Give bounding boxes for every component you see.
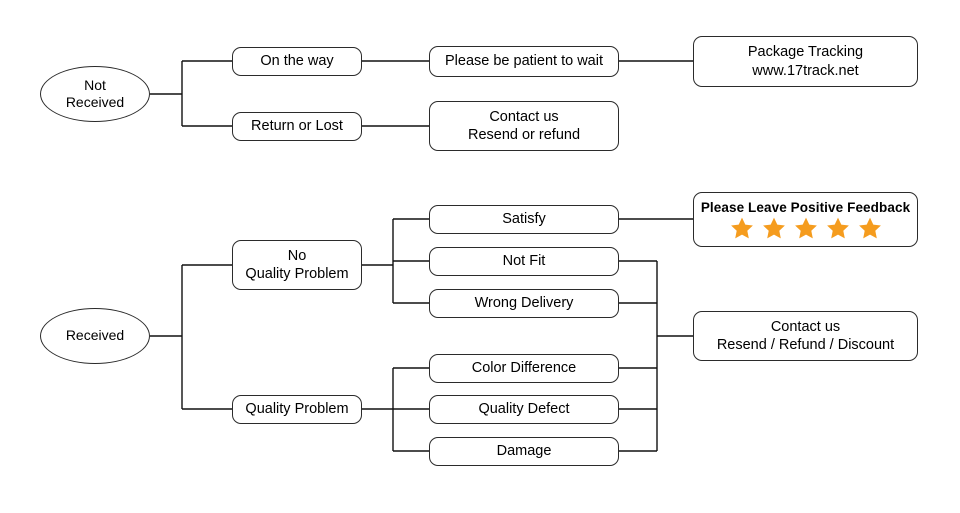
node-quality-problem-label: Quality Problem <box>245 401 349 418</box>
node-received-label: Received <box>65 327 125 344</box>
node-contact-resend-refund-line1: Contact us <box>489 108 559 125</box>
node-return-or-lost[interactable]: Return or Lost <box>232 112 362 141</box>
star-icon <box>858 217 881 238</box>
node-color-difference[interactable]: Color Difference <box>429 354 619 383</box>
node-not-received-line1: Not <box>84 76 106 93</box>
node-package-tracking[interactable]: Package Tracking www.17track.net <box>693 36 918 87</box>
node-satisfy-label: Satisfy <box>502 211 546 228</box>
star-icon <box>762 217 785 238</box>
node-contact-resend-refund[interactable]: Contact us Resend or refund <box>429 101 619 151</box>
node-satisfy[interactable]: Satisfy <box>429 205 619 234</box>
node-not-fit-label: Not Fit <box>502 253 546 270</box>
star-icon <box>794 217 817 238</box>
node-not-received-line2: Received <box>65 94 125 110</box>
node-quality-defect[interactable]: Quality Defect <box>429 395 619 424</box>
node-quality-defect-label: Quality Defect <box>478 401 570 418</box>
node-contact-resend-refund-line2: Resend or refund <box>467 127 581 143</box>
star-icon <box>730 217 753 238</box>
node-on-the-way[interactable]: On the way <box>232 47 362 76</box>
node-package-tracking-line1: Package Tracking <box>747 44 864 61</box>
star-icon <box>826 217 849 238</box>
node-no-quality-problem-line1: No <box>287 247 307 264</box>
node-contact-resend-refund-discount[interactable]: Contact us Resend / Refund / Discount <box>693 311 918 361</box>
star-rating[interactable] <box>730 216 882 240</box>
node-leave-positive-feedback[interactable]: Please Leave Positive Feedback <box>693 192 918 247</box>
node-received[interactable]: Received <box>40 308 150 364</box>
node-contact-discount-line2: Resend / Refund / Discount <box>716 337 895 353</box>
node-no-quality-problem-line2: Quality Problem <box>245 266 349 282</box>
node-no-quality-problem[interactable]: No Quality Problem <box>232 240 362 290</box>
node-color-difference-label: Color Difference <box>471 360 577 377</box>
node-damage[interactable]: Damage <box>429 437 619 466</box>
node-not-received[interactable]: Not Received <box>40 66 150 122</box>
node-wrong-delivery-label: Wrong Delivery <box>474 295 574 312</box>
feedback-title: Please Leave Positive Feedback <box>700 199 911 215</box>
node-package-tracking-line2: www.17track.net <box>752 62 859 79</box>
node-contact-discount-line1: Contact us <box>770 318 841 335</box>
node-not-fit[interactable]: Not Fit <box>429 247 619 276</box>
node-wrong-delivery[interactable]: Wrong Delivery <box>429 289 619 318</box>
node-please-be-patient-label: Please be patient to wait <box>445 53 603 70</box>
node-return-or-lost-label: Return or Lost <box>251 118 343 135</box>
node-damage-label: Damage <box>496 443 552 460</box>
node-quality-problem[interactable]: Quality Problem <box>232 395 362 424</box>
node-please-be-patient[interactable]: Please be patient to wait <box>429 46 619 77</box>
node-on-the-way-label: On the way <box>260 53 334 70</box>
